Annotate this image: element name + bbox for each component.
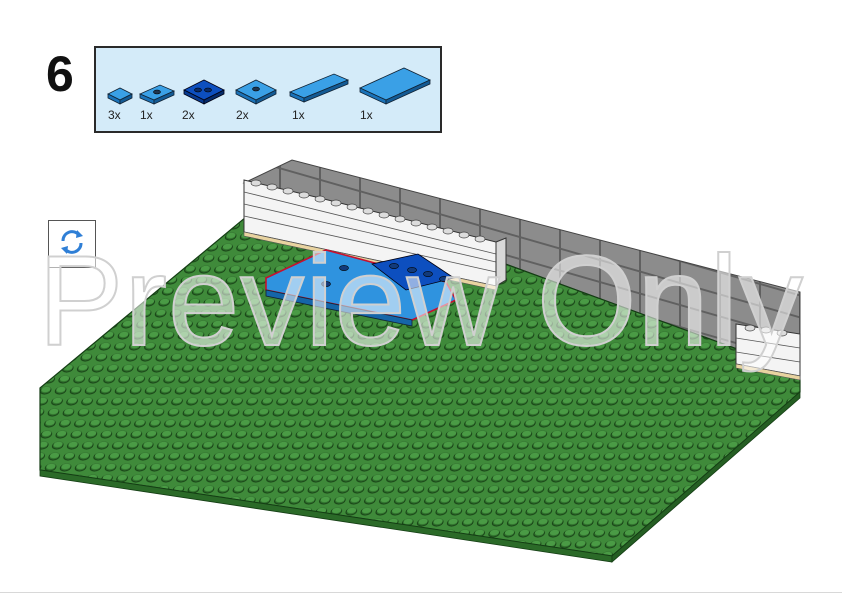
page-divider xyxy=(0,592,842,593)
parts-callout: 3x 1x 2x 2x xyxy=(94,46,442,133)
tile-2x4-icon xyxy=(358,62,434,106)
tile-1x1-icon xyxy=(106,86,136,106)
part-qty: 1x xyxy=(140,108,153,122)
plate-1x2-jumper-icon xyxy=(138,82,178,108)
rotate-view-button[interactable] xyxy=(48,220,96,268)
step-number: 6 xyxy=(46,46,74,102)
part-qty: 3x xyxy=(108,108,121,122)
rotate-icon xyxy=(57,227,87,262)
plate-2x2-jumper-icon xyxy=(234,76,280,108)
part-qty: 1x xyxy=(292,108,305,122)
part-qty: 1x xyxy=(360,108,373,122)
part-qty: 2x xyxy=(182,108,195,122)
plate-2x2-jumper-dark-icon xyxy=(182,76,228,108)
tile-1x4-icon xyxy=(288,70,352,104)
part-qty: 2x xyxy=(236,108,249,122)
